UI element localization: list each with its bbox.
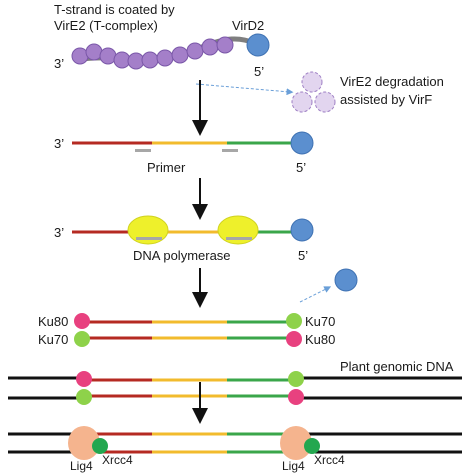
primer-left [135, 149, 151, 152]
ku80-right [288, 389, 304, 405]
t-strand-title-line1: T-strand is coated by [54, 2, 175, 17]
vire2-protein [171, 46, 189, 64]
xrcc4-right [304, 438, 320, 454]
polymerase-step: 3’ DNA polymerase 5’ [54, 215, 314, 263]
release-arrow [299, 286, 332, 303]
ku-binding-step: Ku80 Ku70 Ku70 Ku80 [38, 313, 335, 347]
primer-annealing-step: 3’ Primer 5’ [54, 131, 314, 175]
vire2-protein [216, 36, 234, 54]
three-prime-end-label: 3’ [54, 56, 64, 71]
vire2-degradation: VirE2 degradation assisted by VirF [195, 71, 444, 113]
vire2-protein [186, 42, 204, 60]
vird2-protein [246, 33, 270, 57]
degraded-vire2-protein [314, 91, 336, 113]
extended-strand-left [136, 237, 162, 240]
degradation-arrow [195, 83, 294, 96]
ku70-left-label: Ku70 [38, 332, 68, 347]
ku70-right [288, 371, 304, 387]
vire2-protein [156, 49, 174, 67]
xrcc4-right-label: Xrcc4 [314, 453, 345, 467]
degraded-vire2-protein [301, 71, 323, 93]
ku70-left [76, 389, 92, 405]
ku80-left [74, 313, 90, 329]
vire2-protein [85, 43, 103, 61]
vird2-protein [290, 131, 314, 155]
lig4-right-label: Lig4 [282, 459, 305, 473]
t-complex: T-strand is coated by VirE2 (T-complex) … [54, 2, 270, 79]
xrcc4-left [92, 438, 108, 454]
vire2-coat [71, 36, 234, 70]
genomic-alignment-step: Plant genomic DNA [8, 359, 462, 405]
lig4-left-label: Lig4 [70, 459, 93, 473]
xrcc4-left-label: Xrcc4 [102, 453, 133, 467]
dna-polymerase-label: DNA polymerase [133, 248, 231, 263]
five-prime-end-label: 5’ [296, 160, 306, 175]
ku80-right [286, 331, 302, 347]
vire2-protein [71, 47, 89, 65]
degradation-label-line1: VirE2 degradation [340, 74, 444, 89]
lig4-right [280, 426, 312, 460]
vird2-release [299, 268, 358, 303]
three-prime-end-label: 3’ [54, 136, 64, 151]
vire2-protein [99, 47, 117, 65]
ligation-step: Lig4 Xrcc4 Lig4 Xrcc4 [8, 426, 462, 473]
five-prime-end-label: 5’ [254, 64, 264, 79]
ku80-left [76, 371, 92, 387]
five-prime-end-label: 5’ [298, 248, 308, 263]
vire2-protein [141, 51, 159, 69]
lig4-left [68, 426, 100, 460]
degradation-label-line2: assisted by VirF [340, 92, 432, 107]
degraded-vire2-protein [291, 91, 313, 113]
ku70-right-label: Ku70 [305, 314, 335, 329]
primer-label: Primer [147, 160, 186, 175]
vird2-protein [290, 218, 314, 242]
ku80-left-label: Ku80 [38, 314, 68, 329]
ku80-right-label: Ku80 [305, 332, 335, 347]
primer-right [222, 149, 238, 152]
extended-strand-right [226, 237, 252, 240]
t-strand-title-line2: VirE2 (T-complex) [54, 18, 158, 33]
vire2-protein [201, 38, 219, 56]
ku70-right [286, 313, 302, 329]
ku70-left [74, 331, 90, 347]
three-prime-end-label: 3’ [54, 225, 64, 240]
released-vird2-protein [334, 268, 358, 292]
plant-genomic-dna-label: Plant genomic DNA [340, 359, 454, 374]
vird2-label: VirD2 [232, 18, 264, 33]
